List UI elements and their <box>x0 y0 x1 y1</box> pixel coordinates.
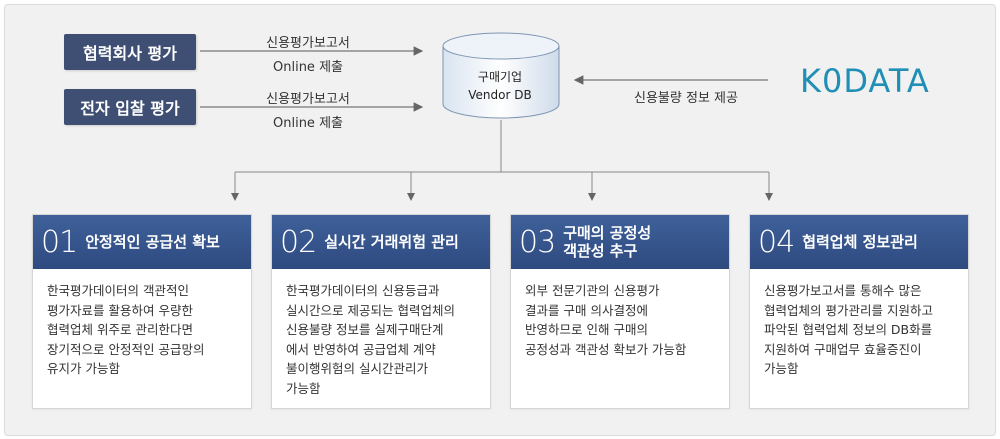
edge-label-1-bottom: Online 제출 <box>273 60 343 75</box>
card-number: 02 <box>280 224 317 260</box>
card-header: 01 안정적인 공급선 확보 <box>33 215 251 269</box>
benefit-card-3: 03 구매의 공정성 객관성 추구 외부 전문기관의 신용평가 결과를 구매 의… <box>510 214 730 409</box>
card-header: 02 실시간 거래위험 관리 <box>272 215 490 269</box>
card-header: 04 협력업체 정보관리 <box>750 215 968 269</box>
source-button-partner-eval: 협력회사 평가 <box>64 34 196 70</box>
card-title: 안정적인 공급선 확보 <box>85 233 220 251</box>
edge-label-1-top: 신용평가보고서 <box>266 36 350 51</box>
benefit-card-2: 02 실시간 거래위험 관리 한국평가데이터의 신용등급과 실시간으로 제공되는… <box>271 214 491 409</box>
card-title: 협력업체 정보관리 <box>802 233 918 251</box>
card-body: 신용평가보고서를 통해수 많은 협력업체의 평가관리를 지원하고 파악된 협력업… <box>764 283 933 376</box>
edge-label-kodata: 신용불량 정보 제공 <box>634 91 738 106</box>
card-body: 한국평가데이터의 신용등급과 실시간으로 제공되는 협력업체의 신용불량 정보를… <box>286 283 455 396</box>
card-header: 03 구매의 공정성 객관성 추구 <box>511 215 729 269</box>
database-label-line2: Vendor DB <box>468 88 532 102</box>
database-label-line1: 구매기업 <box>477 70 523 84</box>
source-button-ebid-eval: 전자 입찰 평가 <box>64 89 196 125</box>
card-title: 실시간 거래위험 관리 <box>324 233 459 251</box>
card-number: 01 <box>41 224 78 260</box>
database-label: 구매기업 Vendor DB <box>430 68 570 104</box>
card-number: 03 <box>519 224 556 260</box>
edge-label-2-bottom: Online 제출 <box>273 116 343 131</box>
card-number: 04 <box>758 224 795 260</box>
card-body: 외부 전문기관의 신용평가 결과를 구매 의사결정에 반영하므로 인해 구매의 … <box>525 283 687 357</box>
edge-label-2-top: 신용평가보고서 <box>266 92 350 107</box>
card-body: 한국평가데이터의 객관적인 평가자료를 활용하여 우량한 협력업체 위주로 관리… <box>47 283 205 376</box>
database-icon <box>442 32 560 119</box>
card-title: 구매의 공정성 객관성 추구 <box>563 224 652 260</box>
benefit-card-4: 04 협력업체 정보관리 신용평가보고서를 통해수 많은 협력업체의 평가관리를… <box>749 214 969 409</box>
benefit-card-1: 01 안정적인 공급선 확보 한국평가데이터의 객관적인 평가자료를 활용하여 … <box>32 214 252 409</box>
kodata-logo: K0DATA <box>800 62 930 100</box>
